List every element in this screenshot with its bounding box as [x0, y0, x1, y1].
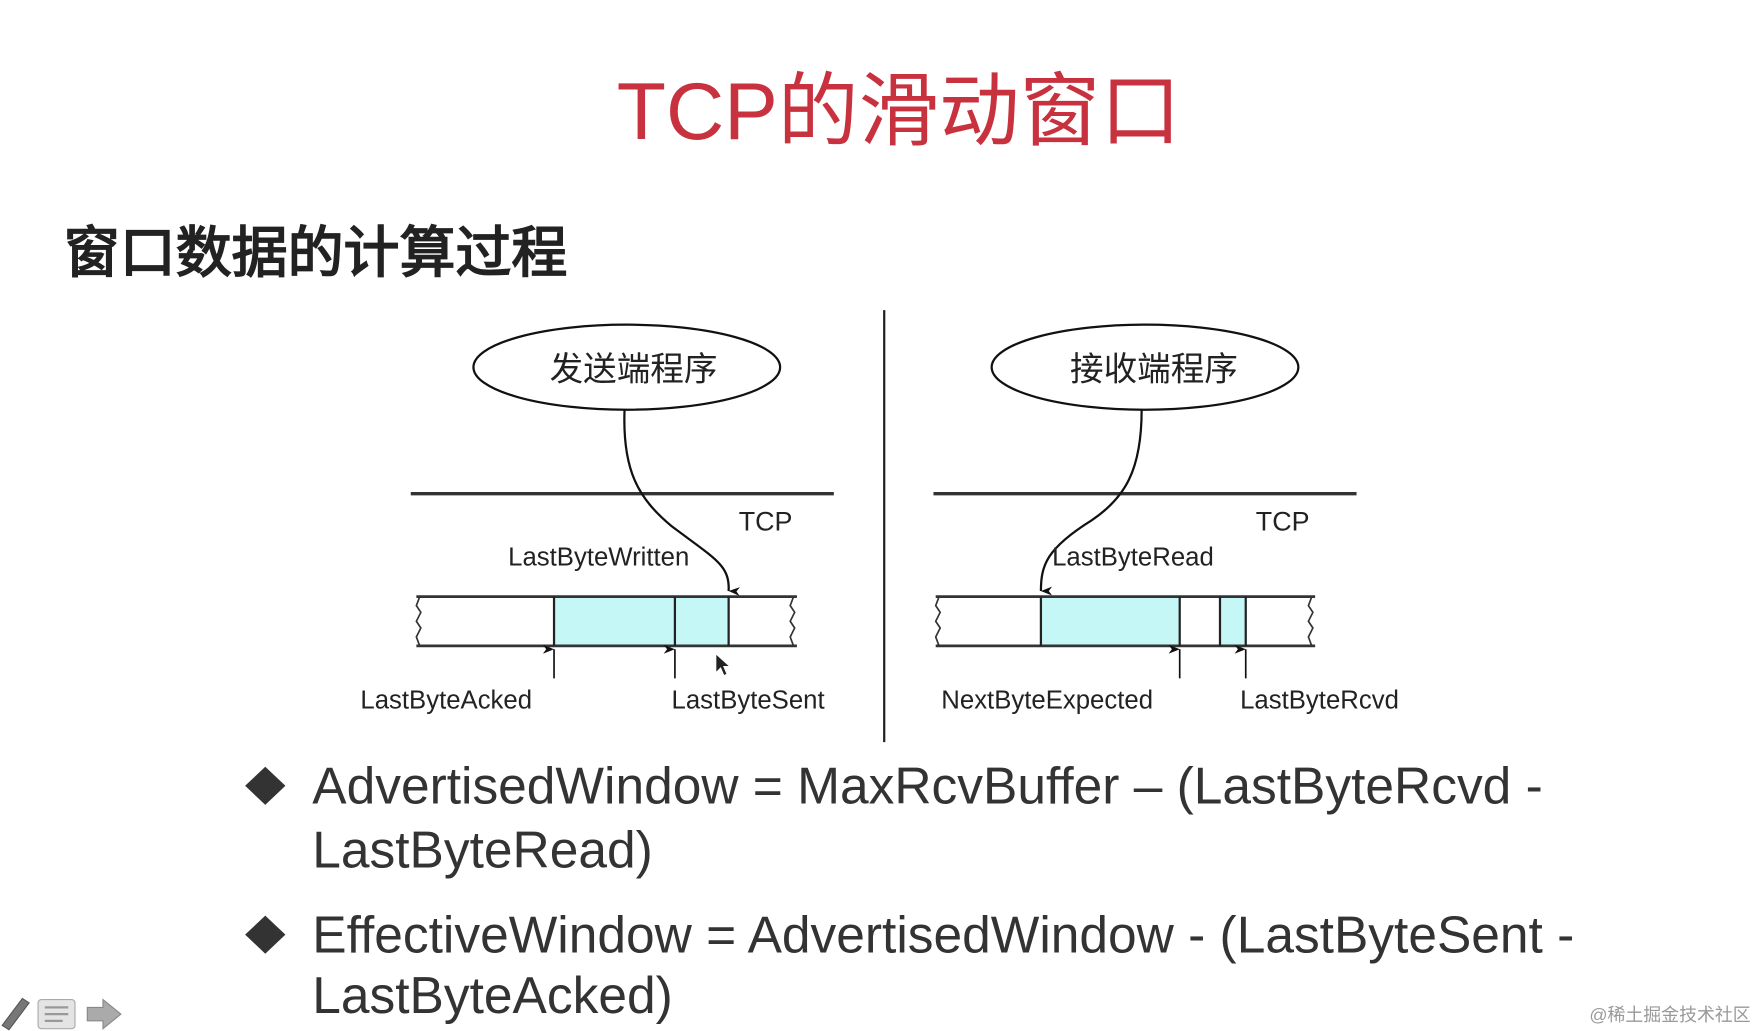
sender-buffer-fill [554, 596, 729, 646]
menu-icon[interactable] [37, 999, 76, 1030]
pen-icon[interactable] [1, 997, 30, 1031]
receiver-diagram: 接收端程序 TCP LastByteRead NextByteExpected … [933, 323, 1399, 715]
bullet-line: EffectiveWindow = AdvertisedWindow - (La… [312, 906, 1574, 964]
receiver-app-label: 接收端程序 [1070, 350, 1238, 389]
receiver-buffer-fill [1040, 596, 1180, 646]
slide-subtitle: 窗口数据的计算过程 [64, 221, 568, 284]
read-arrow [1039, 409, 1143, 596]
presentation-toolbar [1, 997, 122, 1031]
next-arrow-icon[interactable] [86, 998, 122, 1030]
last-byte-sent-label: LastByteSent [672, 687, 825, 715]
slide-title: TCP的滑动窗口 [617, 67, 1181, 157]
receiver-app-ellipse [990, 323, 1300, 411]
bullet-line: LastByteAcked) [312, 966, 672, 1024]
sender-diagram: 发送端程序 TCP LastByteWritten LastByteAcked … [360, 323, 834, 715]
next-byte-expected-label: NextByteExpected [941, 687, 1153, 715]
write-arrow [623, 409, 741, 597]
receiver-buffer-fill [1219, 596, 1246, 646]
last-byte-written-label: LastByteWritten [508, 543, 689, 571]
last-byte-acked-label: LastByteAcked [360, 687, 532, 715]
sender-app-ellipse [472, 323, 782, 411]
sender-app-label: 发送端程序 [550, 350, 718, 389]
sender-layer-label: TCP [739, 507, 793, 537]
diamond-bullet-icon [245, 915, 286, 954]
last-byte-read-label: LastByteRead [1052, 543, 1214, 571]
receiver-layer-label: TCP [1256, 507, 1310, 537]
last-byte-rcvd-label: LastByteRcvd [1240, 687, 1399, 715]
diamond-bullet-icon [245, 766, 286, 805]
bullet-list: AdvertisedWindow = MaxRcvBuffer – (LastB… [245, 757, 1574, 1024]
watermark: @稀土掘金技术社区 [1589, 1005, 1750, 1025]
bullet-line: LastByteRead) [312, 821, 652, 879]
mouse-cursor-icon [716, 654, 729, 675]
bullet-line: AdvertisedWindow = MaxRcvBuffer – (LastB… [312, 757, 1542, 815]
